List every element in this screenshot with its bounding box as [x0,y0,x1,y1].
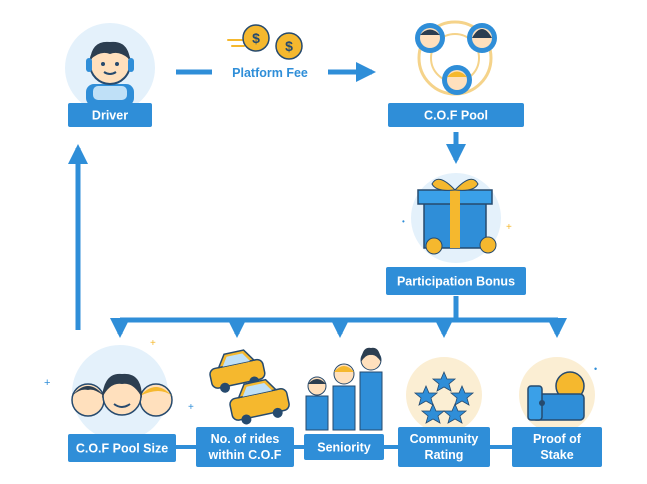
rides-label-line2: within C.O.F [208,448,282,462]
platform-fee-label: Platform Fee [232,66,308,80]
stake-label-line2: Stake [540,448,573,462]
stars-rating-icon [413,370,475,424]
driver-avatar-icon [86,41,134,106]
community-label-line1: Community [410,432,479,446]
cof-pool-label: C.O.F Pool [424,109,488,123]
driver-node: Driver [65,23,155,127]
stake-node: • Proof of Stake [512,357,602,467]
dollar-coins-icon: $ $ [227,24,303,60]
podium-people-icon [305,347,383,431]
participation-bonus-label: Participation Bonus [397,275,515,289]
driver-label: Driver [92,109,128,123]
pool-members-icon [415,20,497,96]
platform-fee-node: $ $ Platform Fee [227,24,308,80]
wallet-coin-icon: • [527,364,597,421]
community-node: Community Rating [398,357,490,467]
gift-box-icon: + • [402,178,512,255]
people-group-icon: + + + [44,338,194,417]
svg-text:+: + [188,402,194,413]
svg-text:$: $ [285,38,293,54]
cof-pool-node: C.O.F Pool [388,20,524,127]
pool-size-node: + + + C.O.F Pool Size [44,338,194,462]
community-label-line2: Rating [425,448,464,462]
seniority-label: Seniority [317,441,371,455]
stake-label-line1: Proof of [533,432,582,446]
rides-label-line1: No. of rides [211,432,280,446]
svg-text:•: • [402,217,405,226]
svg-text:+: + [44,377,50,389]
svg-text:$: $ [252,30,260,46]
svg-text:+: + [150,338,156,349]
svg-text:+: + [506,222,512,233]
taxi-cars-icon [209,349,290,425]
participation-bonus-node: + • Participation Bonus [386,173,526,295]
pool-size-label: C.O.F Pool Size [76,442,168,456]
svg-text:•: • [594,364,597,374]
rides-node: No. of rides within C.O.F [196,349,294,467]
seniority-node: Seniority [304,347,384,460]
